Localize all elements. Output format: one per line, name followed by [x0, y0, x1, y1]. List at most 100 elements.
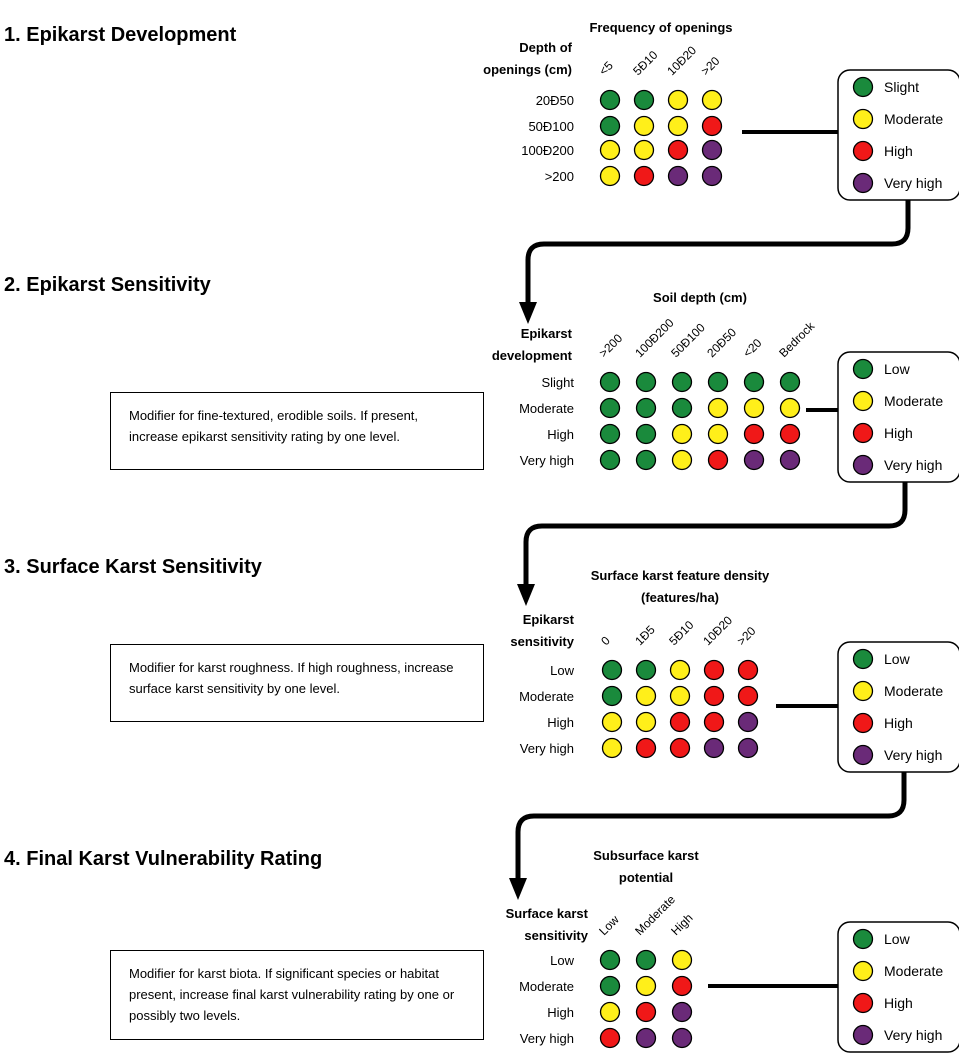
column-label: High	[668, 911, 695, 938]
legend-label: High	[884, 143, 913, 159]
rating-dot-red	[669, 737, 691, 759]
rating-dot-yellow	[635, 685, 657, 707]
legend-box	[837, 69, 959, 201]
rating-dot-red	[701, 115, 723, 137]
legend-swatch-green	[852, 928, 874, 950]
matrix-header-label: Frequency of openings	[589, 20, 732, 35]
row-label: 20Ð50	[536, 93, 574, 108]
row-label: High	[547, 427, 574, 442]
row-axis-label: Depth of	[519, 40, 572, 55]
rating-dot-red	[703, 659, 725, 681]
flow-arrow-1-line	[525, 200, 911, 308]
column-label: 0	[598, 633, 613, 648]
rating-dot-green	[599, 115, 621, 137]
legend-label: Very high	[884, 457, 942, 473]
rating-dot-yellow	[701, 89, 723, 111]
rating-dot-green	[743, 371, 765, 393]
column-label: >200	[596, 331, 625, 360]
rating-dot-yellow	[707, 423, 729, 445]
section-4-title: 4. Final Karst Vulnerability Rating	[4, 848, 323, 870]
rating-dot-green	[707, 371, 729, 393]
rating-dot-green	[635, 397, 657, 419]
row-axis-label: sensitivity	[510, 634, 574, 649]
column-label: 1Ð5	[632, 622, 658, 648]
rating-dot-purple	[701, 165, 723, 187]
rating-dot-purple	[703, 737, 725, 759]
row-label: High	[547, 1005, 574, 1020]
rating-dot-yellow	[635, 975, 657, 997]
rating-dot-green	[601, 685, 623, 707]
section-2-modifier-box: Modifier for fine-textured, erodible soi…	[110, 392, 484, 470]
legend-label: Low	[884, 931, 911, 947]
legend-label: Very high	[884, 1027, 942, 1043]
legend-swatch-yellow	[852, 108, 874, 130]
rating-dot-red	[671, 975, 693, 997]
rating-dot-yellow	[635, 711, 657, 733]
rating-dot-green	[599, 89, 621, 111]
section-3-title: 3. Surface Karst Sensitivity	[4, 556, 262, 578]
rating-dot-yellow	[743, 397, 765, 419]
legend-label: High	[884, 425, 913, 441]
rating-dot-red	[667, 139, 689, 161]
legend-label: High	[884, 715, 913, 731]
rating-dot-purple	[737, 711, 759, 733]
matrix-header-label: Surface karst feature density	[591, 568, 770, 583]
row-axis-label: Epikarst	[521, 326, 573, 341]
rating-dot-purple	[737, 737, 759, 759]
rating-dot-yellow	[601, 711, 623, 733]
rating-dot-green	[599, 371, 621, 393]
column-label: >20	[698, 54, 723, 79]
legend-swatch-red	[852, 712, 874, 734]
rating-dot-red	[703, 685, 725, 707]
column-label: 10Ð20	[664, 43, 699, 78]
rating-dot-red	[599, 1027, 621, 1049]
column-label: Bedrock	[776, 318, 818, 360]
rating-dot-red	[703, 711, 725, 733]
rating-dot-purple	[743, 449, 765, 471]
section-1-title: 1. Epikarst Development	[4, 24, 237, 46]
row-label: >200	[545, 169, 574, 184]
row-label: Moderate	[519, 979, 574, 994]
rating-dot-green	[635, 449, 657, 471]
rating-dot-yellow	[671, 423, 693, 445]
matrix-header-label: potential	[619, 870, 673, 885]
legend-box	[837, 641, 959, 773]
rating-dot-purple	[701, 139, 723, 161]
legend-swatch-red	[852, 422, 874, 444]
legend-label: Moderate	[884, 963, 943, 979]
rating-dot-red	[635, 1001, 657, 1023]
rating-dot-green	[599, 423, 621, 445]
flow-arrow-3-head	[509, 878, 527, 900]
rating-dot-yellow	[599, 165, 621, 187]
row-axis-label: Surface karst	[506, 906, 589, 921]
row-label: Slight	[541, 375, 574, 390]
legend-swatch-purple	[852, 172, 874, 194]
legend-swatch-yellow	[852, 680, 874, 702]
column-label: <5	[596, 58, 616, 78]
rating-dot-red	[737, 685, 759, 707]
row-axis-label: sensitivity	[524, 928, 588, 943]
column-label: 5Ð10	[630, 48, 660, 78]
rating-dot-red	[707, 449, 729, 471]
rating-dot-green	[635, 659, 657, 681]
rating-dot-green	[635, 371, 657, 393]
row-label: Moderate	[519, 401, 574, 416]
legend-swatch-purple	[852, 454, 874, 476]
legend-label: Very high	[884, 747, 942, 763]
rating-dot-yellow	[667, 115, 689, 137]
legend-label: High	[884, 995, 913, 1011]
rating-dot-purple	[635, 1027, 657, 1049]
rating-dot-yellow	[599, 139, 621, 161]
rating-dot-yellow	[671, 949, 693, 971]
column-label: 20Ð50	[704, 325, 739, 360]
rating-dot-purple	[671, 1001, 693, 1023]
rating-dot-red	[743, 423, 765, 445]
matrix-header-label: Soil depth (cm)	[653, 290, 747, 305]
legend-swatch-purple	[852, 744, 874, 766]
rating-dot-green	[671, 397, 693, 419]
